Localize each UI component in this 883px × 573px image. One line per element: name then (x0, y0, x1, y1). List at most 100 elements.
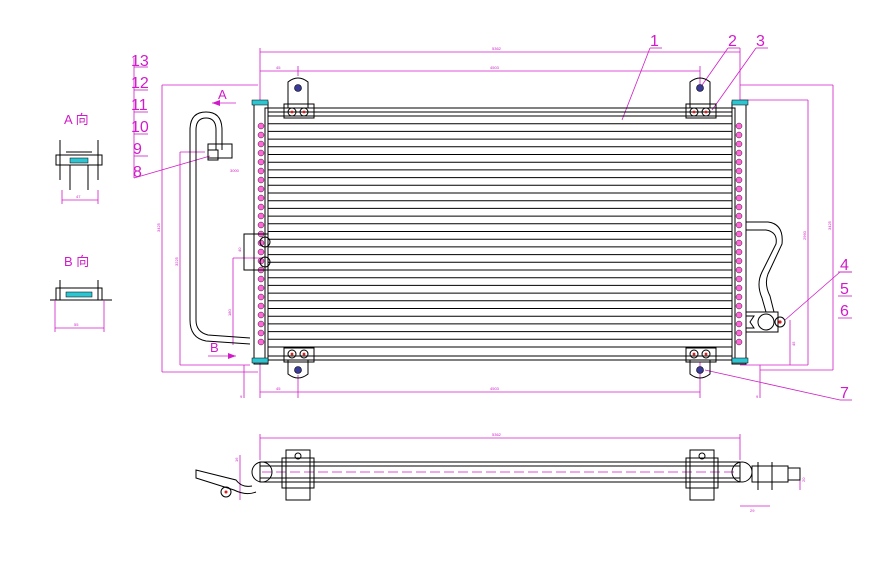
header-rivet (257, 239, 265, 247)
header-rivet (735, 311, 743, 319)
header-rivet (257, 311, 265, 319)
inlet-pipe (189, 111, 251, 345)
callout-3: 3 (756, 33, 765, 50)
header-rivet (257, 293, 265, 301)
dim-bottom-left: 45 (276, 386, 281, 391)
dim-pipe-offset: 3000 (230, 168, 240, 173)
header-rivet (735, 320, 743, 328)
view-b-detail (50, 280, 112, 332)
right-header-rivets (735, 122, 743, 346)
dim-port-small: 20 (801, 477, 806, 482)
header-rivet (257, 248, 265, 256)
dim-overall-width: 5362 (492, 46, 502, 51)
header-rivet (735, 185, 743, 193)
view-a-title: A 向 (64, 112, 89, 127)
dim-right-height-2: 3425 (827, 220, 832, 230)
condenser-core (251, 99, 749, 365)
dim-side-small: 16 (234, 457, 239, 462)
header-rivet (257, 149, 265, 157)
header-rivet (735, 239, 743, 247)
header-rivet (257, 338, 265, 346)
view-arrows (208, 100, 236, 359)
header-rivet (257, 203, 265, 211)
dimension-values: 5362 4503 45 4503 45 2960 3425 3425 3225… (74, 46, 832, 513)
header-rivet (735, 230, 743, 238)
header-rivet (735, 176, 743, 184)
dim-port-width: 29 (750, 508, 755, 513)
header-rivet (735, 257, 743, 265)
dim-foot-left: 9 (240, 394, 243, 399)
arrow-b-label: B (210, 340, 219, 355)
callout-5: 5 (840, 281, 849, 298)
top-right-bracket (685, 77, 717, 119)
header-rivet (257, 167, 265, 175)
header-rivet (257, 212, 265, 220)
header-rivet (735, 293, 743, 301)
header-rivet (735, 212, 743, 220)
header-rivet (735, 158, 743, 166)
header-rivet (257, 275, 265, 283)
header-rivet (257, 257, 265, 265)
header-rivet (735, 203, 743, 211)
header-rivet (735, 275, 743, 283)
header-rivet (257, 140, 265, 148)
dim-bracket-height: 180 (227, 309, 232, 316)
dim-bottom-total: 5362 (492, 432, 502, 437)
outlet-pipe (745, 221, 786, 333)
dim-view-a-width: 47 (76, 194, 81, 199)
callout-6: 6 (840, 303, 849, 320)
header-rivet (257, 194, 265, 202)
dim-right-height-1: 2960 (802, 230, 807, 240)
callout-4: 4 (840, 257, 849, 274)
header-rivet (735, 167, 743, 175)
side-view (195, 449, 801, 501)
callout-10: 10 (131, 119, 149, 136)
top-left-bracket (283, 77, 315, 119)
header-rivet (257, 221, 265, 229)
header-rivet (735, 122, 743, 130)
callout-12: 12 (131, 75, 149, 92)
view-b-title: B 向 (64, 254, 89, 269)
header-rivet (735, 338, 743, 346)
header-rivet (735, 284, 743, 292)
header-rivet (257, 176, 265, 184)
callout-7: 7 (840, 385, 849, 402)
header-rivet (735, 149, 743, 157)
header-rivet (257, 284, 265, 292)
header-rivet (735, 302, 743, 310)
dim-bracket-small: 40 (237, 247, 242, 252)
arrow-a-label: A (218, 87, 227, 102)
header-rivet (735, 194, 743, 202)
header-rivet (735, 329, 743, 337)
callout-2: 2 (728, 33, 737, 50)
header-rivet (257, 329, 265, 337)
dim-left-height-outer: 3425 (156, 222, 161, 232)
header-rivet (735, 131, 743, 139)
header-rivet (735, 140, 743, 148)
callout-9: 9 (133, 141, 142, 158)
header-rivet (735, 266, 743, 274)
dim-inner-top: 4503 (490, 65, 500, 70)
dimension-lines (133, 47, 852, 507)
bottom-left-bracket (283, 347, 315, 379)
header-rivet (735, 221, 743, 229)
dim-view-b-width: 55 (74, 322, 79, 327)
header-rivet (257, 131, 265, 139)
callout-11: 11 (131, 97, 148, 114)
callout-1: 1 (650, 33, 659, 50)
left-mount-plate (243, 233, 271, 271)
header-rivet (257, 122, 265, 130)
header-rivet (257, 320, 265, 328)
core-tubes (268, 115, 732, 348)
dim-left-offset-top: 45 (276, 65, 281, 70)
dim-right-low: 45 (791, 341, 796, 346)
dim-bottom-span: 4503 (490, 386, 500, 391)
callout-8: 8 (133, 164, 142, 181)
header-rivet (257, 302, 265, 310)
bottom-right-bracket (685, 347, 717, 379)
dim-foot-right: 9 (756, 394, 759, 399)
header-rivet (257, 185, 265, 193)
header-rivet (257, 158, 265, 166)
callout-13: 13 (131, 53, 149, 70)
